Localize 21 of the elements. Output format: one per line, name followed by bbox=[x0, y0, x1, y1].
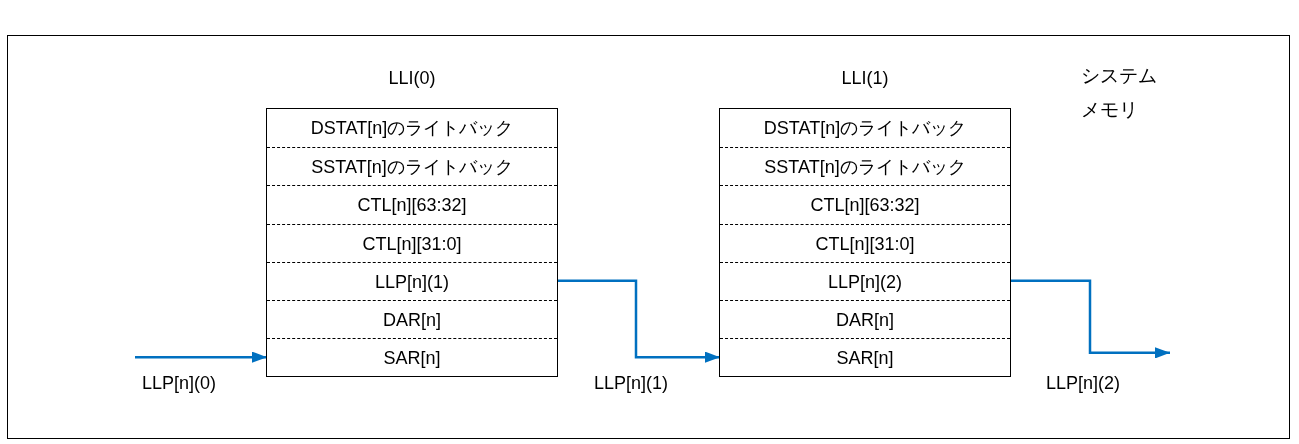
table-heading: LLI(0) bbox=[387, 67, 437, 90]
register-field: SSTAT[n]のライトバック bbox=[720, 147, 1010, 186]
register-field: CTL[n][31:0] bbox=[720, 223, 1010, 262]
register-field: CTL[n][63:32] bbox=[267, 185, 557, 224]
register-field: SAR[n] bbox=[267, 338, 557, 377]
register-field: LLP[n](1) bbox=[267, 261, 557, 300]
table-heading: LLI(1) bbox=[840, 67, 890, 90]
system-frame bbox=[7, 35, 1290, 439]
register-field: DSTAT[n]のライトバック bbox=[267, 109, 557, 148]
frame-title: システムメモリ bbox=[1081, 64, 1158, 122]
register-field: SSTAT[n]のライトバック bbox=[267, 147, 557, 186]
register-field: SAR[n] bbox=[720, 338, 1010, 377]
arrow bbox=[557, 279, 720, 363]
register-field: DAR[n] bbox=[720, 299, 1010, 339]
register-field: LLP[n](2) bbox=[720, 261, 1010, 300]
register-field: CTL[n][31:0] bbox=[267, 223, 557, 262]
register-field: DSTAT[n]のライトバック bbox=[720, 109, 1010, 148]
arrow bbox=[1010, 279, 1170, 359]
register-field: DAR[n] bbox=[267, 299, 557, 339]
register-field: CTL[n][63:32] bbox=[720, 185, 1010, 224]
arrow bbox=[135, 351, 267, 363]
